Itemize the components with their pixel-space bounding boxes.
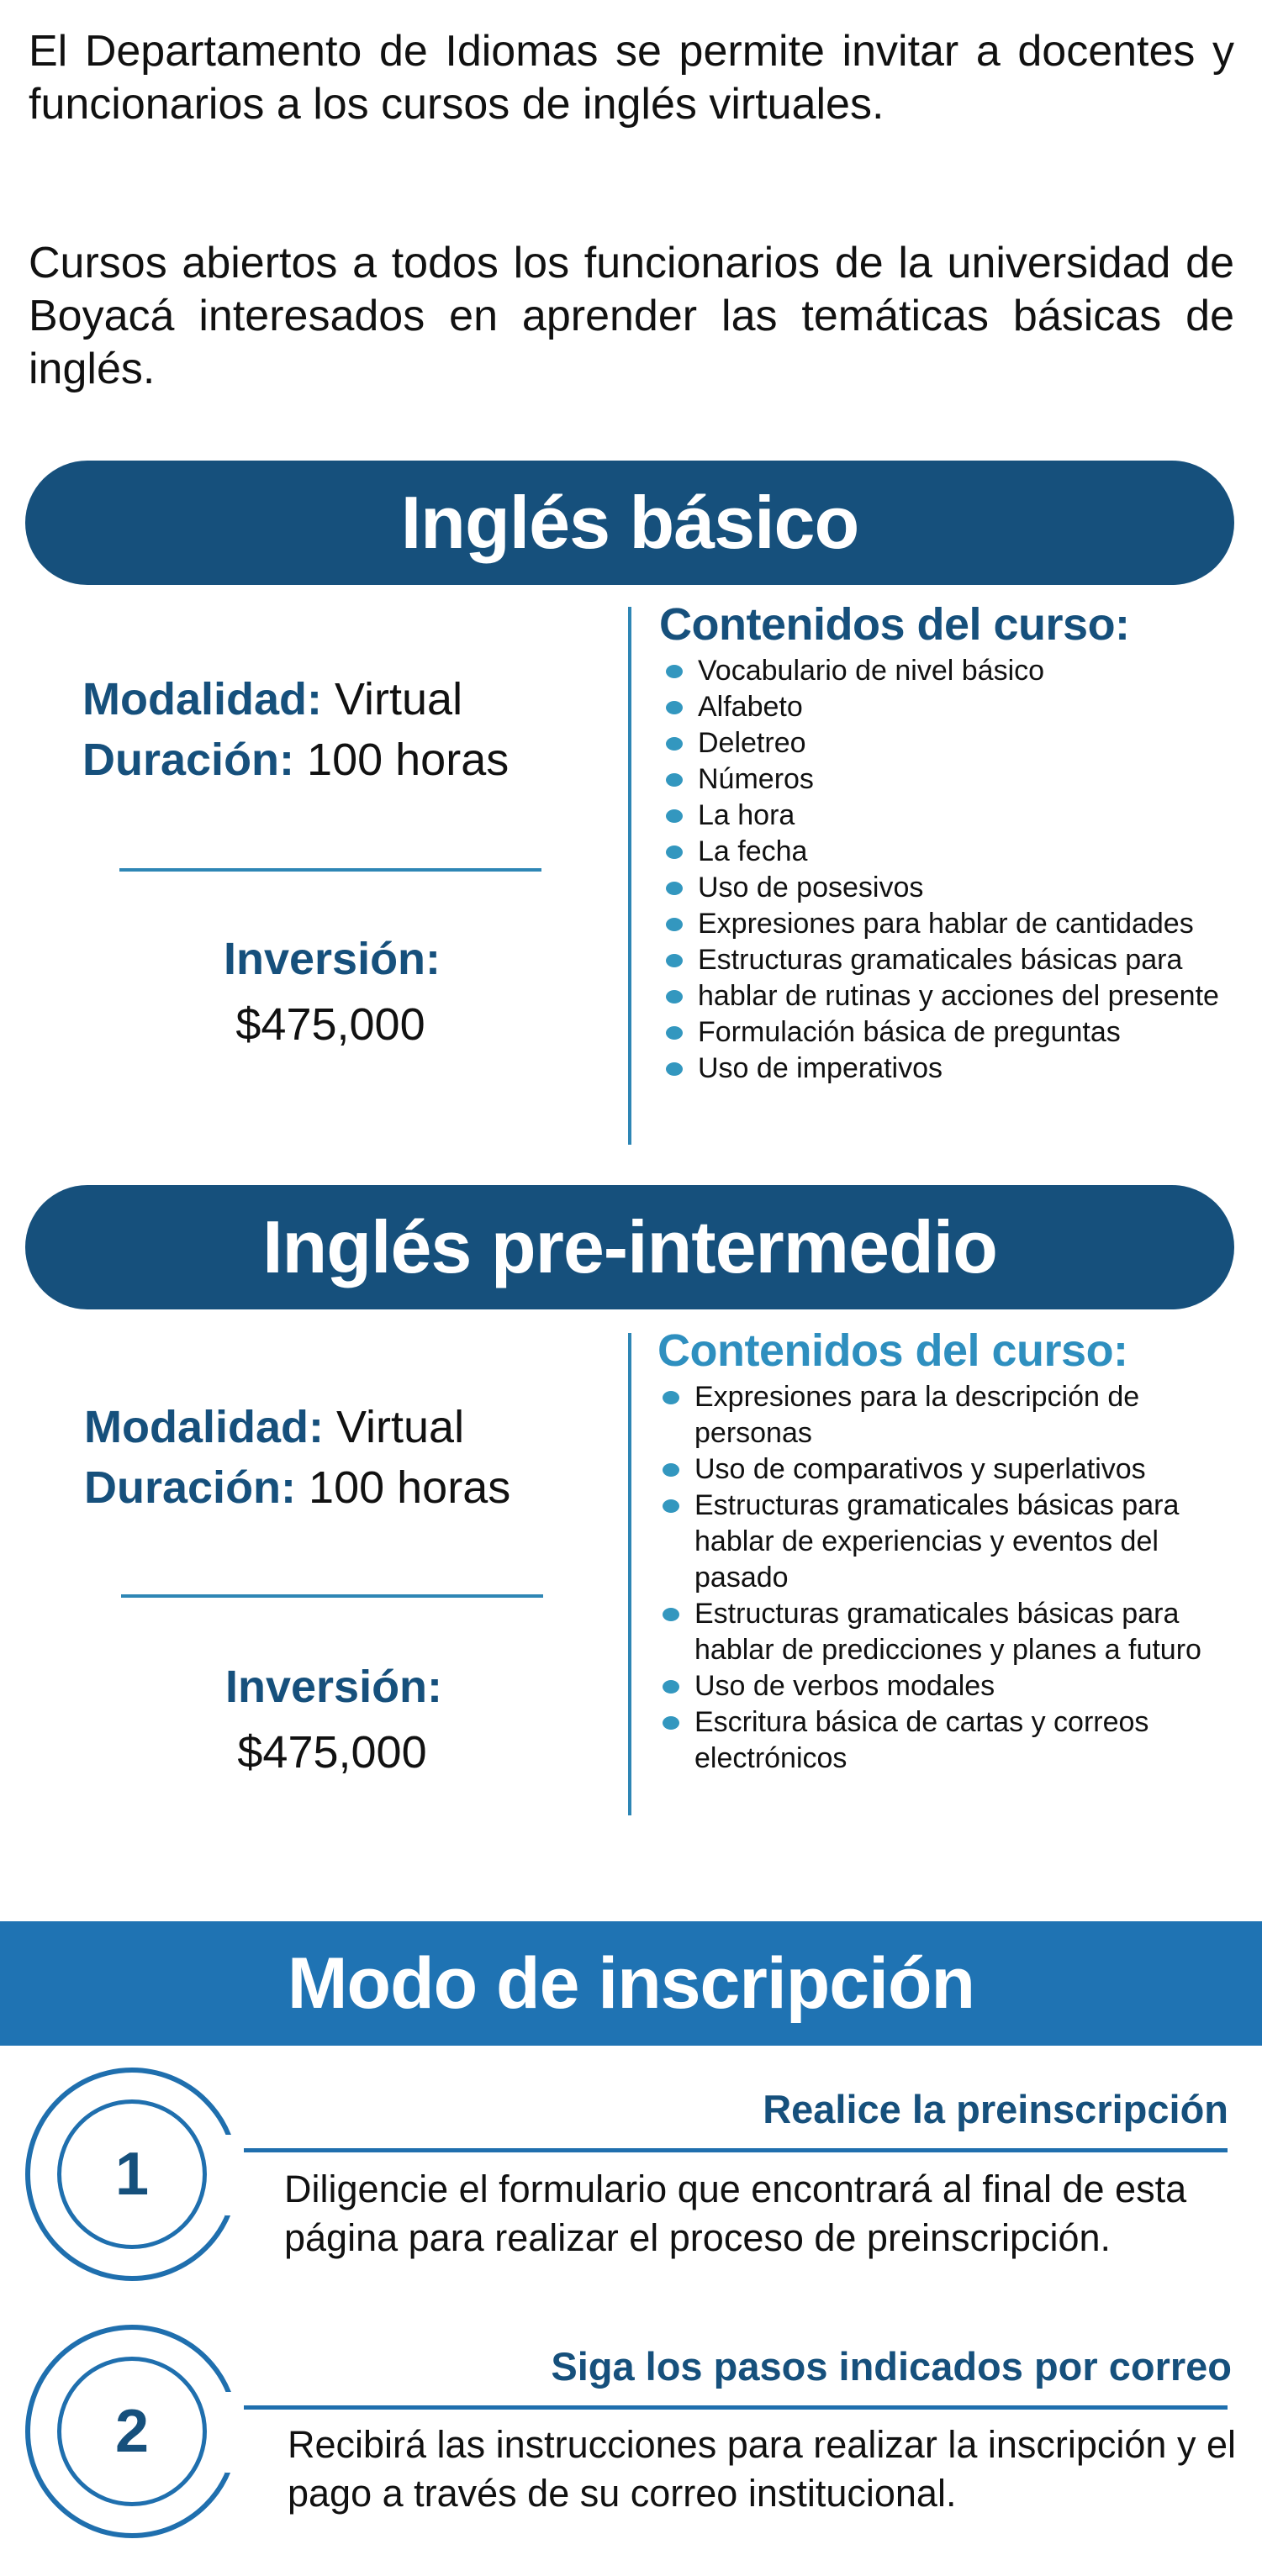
contenido-text: Estructuras gramaticales básicas para ha… (694, 1489, 1180, 1594)
inversion-label: Inversión: (223, 934, 441, 984)
column-divider (628, 607, 631, 1145)
inversion-value: $475,000 (235, 999, 425, 1050)
contenido-item: Escritura básica de cartas y correos ele… (657, 1704, 1212, 1777)
contenido-item: Estructuras gramaticales básicas para (661, 942, 1233, 978)
contenido-text: Expresiones para hablar de cantidades (698, 908, 1194, 940)
contenido-text: Números (698, 763, 814, 795)
intro-paragraph-2: Cursos abiertos a todos los funcionarios… (29, 239, 1234, 393)
contenido-text: Expresiones para la descripción de perso… (694, 1381, 1140, 1449)
step-title: Siga los pasos indicados por correo (551, 2344, 1232, 2389)
step-circle: 2 (25, 2325, 239, 2538)
contenido-item: hablar de rutinas y acciones del present… (661, 978, 1233, 1014)
bullet-icon (663, 1463, 679, 1477)
modalidad-row: Modalidad: Virtual (84, 1400, 464, 1454)
step-title: Realice la preinscripción (763, 2087, 1228, 2131)
contenido-text: La fecha (698, 835, 808, 867)
contenido-item: Expresiones para hablar de cantidades (661, 906, 1233, 942)
column-divider (628, 1333, 631, 1815)
contenido-item: Deletreo (661, 725, 1233, 761)
step-description: Diligencie el formulario que encontrará … (284, 2168, 1187, 2259)
divider (121, 1594, 543, 1598)
duracion-row: Duración: 100 horas (82, 733, 509, 787)
duracion-label: Duración: (84, 1462, 297, 1513)
bullet-icon (666, 954, 683, 967)
contenido-text: Formulación básica de preguntas (698, 1016, 1121, 1048)
contenidos-title: Contenidos del curso: (657, 1325, 1128, 1376)
step-number: 1 (57, 2099, 207, 2249)
step-circle: 1 (25, 2068, 239, 2281)
contenido-text: Deletreo (698, 727, 806, 759)
contenido-text: Uso de verbos modales (694, 1670, 995, 1702)
contenido-text: Uso de posesivos (698, 872, 924, 903)
course-banner-pre-intermedio: Inglés pre-intermedio (25, 1185, 1234, 1309)
step-number: 2 (57, 2357, 207, 2506)
contenido-text: La hora (698, 799, 795, 831)
bullet-icon (666, 665, 683, 678)
contenido-item: La hora (661, 798, 1233, 834)
contenido-text: hablar de rutinas y acciones del present… (698, 980, 1219, 1012)
contenido-item: La fecha (661, 834, 1233, 870)
bullet-icon (666, 809, 683, 823)
contenido-text: Estructuras gramaticales básicas para (698, 944, 1183, 976)
step-underline (244, 2405, 1228, 2410)
contenido-item: Números (661, 761, 1233, 798)
intro-paragraph-1: El Departamento de Idiomas se permite in… (29, 27, 1234, 129)
contenido-text: Estructuras gramaticales básicas para ha… (694, 1598, 1201, 1666)
bullet-icon (666, 773, 683, 787)
bullet-icon (663, 1680, 679, 1694)
modalidad-label: Modalidad: (84, 1402, 324, 1452)
inversion-label: Inversión: (224, 1662, 443, 1712)
inscripcion-banner: Modo de inscripción (0, 1921, 1262, 2046)
contenido-text: Alfabeto (698, 691, 803, 723)
contenido-text: Escritura básica de cartas y correos ele… (694, 1706, 1149, 1774)
duracion-row: Duración: 100 horas (84, 1461, 510, 1515)
contenido-item: Formulación básica de preguntas (661, 1014, 1233, 1051)
bullet-icon (663, 1716, 679, 1730)
contenido-item: Uso de posesivos (661, 870, 1233, 906)
duracion-value: 100 horas (309, 1462, 511, 1513)
modalidad-row: Modalidad: Virtual (82, 672, 462, 726)
bullet-icon (663, 1499, 679, 1513)
contenido-text: Vocabulario de nivel básico (698, 655, 1045, 687)
step-underline (244, 2148, 1228, 2152)
bullet-icon (666, 845, 683, 859)
contenido-item: Vocabulario de nivel básico (661, 653, 1233, 689)
modalidad-label: Modalidad: (82, 674, 322, 724)
step-description: Recibirá las instrucciones para realizar… (288, 2423, 1236, 2515)
bullet-icon (666, 990, 683, 1004)
duracion-label: Duración: (82, 735, 295, 785)
contenido-item: Alfabeto (661, 689, 1233, 725)
contenido-item: Uso de comparativos y superlativos (657, 1451, 1212, 1488)
bullet-icon (663, 1391, 679, 1404)
inversion-value: $475,000 (237, 1727, 427, 1778)
bullet-icon (666, 1026, 683, 1040)
modalidad-value: Virtual (335, 674, 463, 724)
divider (119, 868, 541, 872)
bullet-icon (666, 701, 683, 714)
contenido-text: Uso de imperativos (698, 1052, 943, 1084)
contenidos-title: Contenidos del curso: (659, 599, 1130, 650)
bullet-icon (666, 1062, 683, 1076)
bullet-icon (666, 737, 683, 751)
contenido-text: Uso de comparativos y superlativos (694, 1453, 1146, 1485)
contenido-item: Expresiones para la descripción de perso… (657, 1379, 1212, 1451)
contenido-item: Uso de imperativos (661, 1051, 1233, 1087)
contenido-item: Estructuras gramaticales básicas para ha… (657, 1488, 1212, 1596)
contenido-item: Uso de verbos modales (657, 1668, 1212, 1704)
bullet-icon (666, 918, 683, 931)
course-banner-basico: Inglés básico (25, 461, 1234, 585)
contenido-item: Estructuras gramaticales básicas para ha… (657, 1596, 1212, 1668)
contenidos-list: Expresiones para la descripción de perso… (657, 1379, 1212, 1777)
bullet-icon (663, 1608, 679, 1621)
modalidad-value: Virtual (336, 1402, 465, 1452)
duracion-value: 100 horas (307, 735, 510, 785)
bullet-icon (666, 882, 683, 895)
